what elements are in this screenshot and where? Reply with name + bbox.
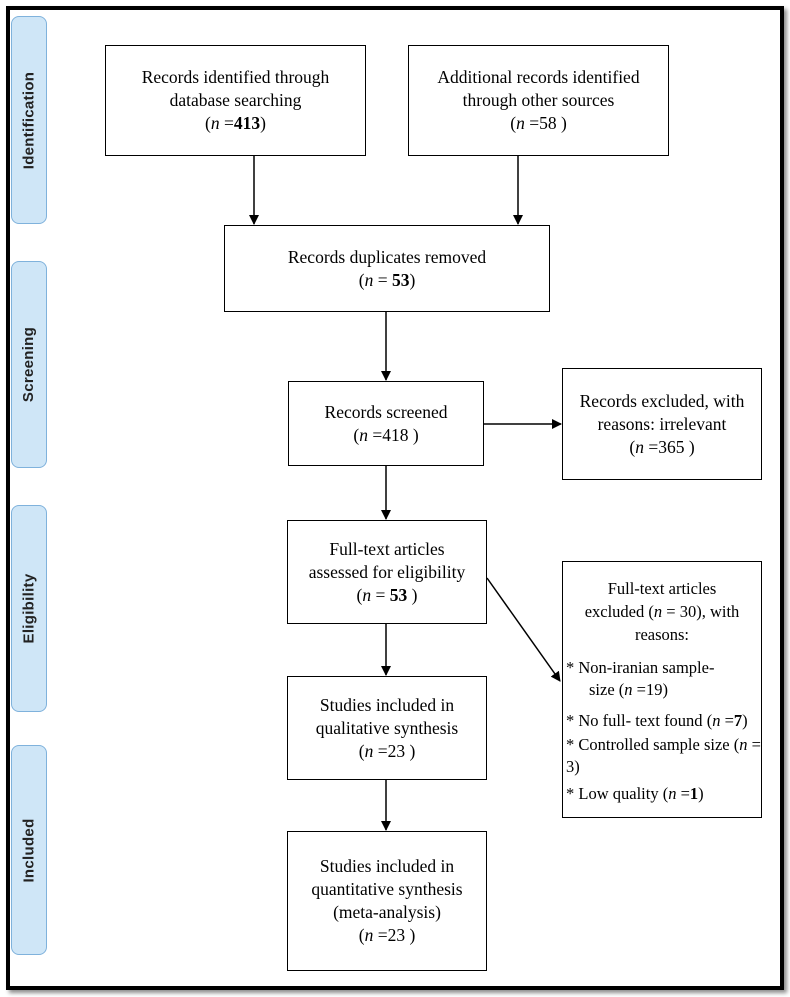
other-sources-line2: through other sources <box>462 90 615 110</box>
db-search-line1: Records identified through <box>141 67 330 87</box>
phase-included: Included <box>11 745 47 955</box>
reason-non-iranian: * Non-iranian sample- <box>566 658 715 677</box>
fulltext-excluded-line1: Full-text articles <box>607 579 717 598</box>
phase-eligibility: Eligibility <box>11 505 47 712</box>
db-search-box: Records identified through database sear… <box>105 45 366 156</box>
db-search-count: (n =413) <box>205 113 266 133</box>
fulltext-assessed-count: (n = 53 ) <box>356 584 418 605</box>
quantitative-line3: (meta-analysis) <box>333 902 441 922</box>
fulltext-excluded-line3: reasons: <box>634 625 690 644</box>
fulltext-assessed-line1: Full-text articles <box>329 538 445 559</box>
quantitative-box: Studies included in quantitative synthes… <box>287 831 487 971</box>
other-sources-line1: Additional records identified <box>437 67 640 87</box>
quantitative-count: (n =23 ) <box>358 925 416 945</box>
other-sources-box: Additional records identified through ot… <box>408 45 669 156</box>
excluded-line2: reasons: irrelevant <box>597 413 727 434</box>
db-search-line2: database searching <box>169 90 302 110</box>
excluded-line1: Records excluded, with <box>579 390 745 411</box>
duplicates-removed-count: (n = 53) <box>358 269 416 290</box>
reason-low-quality: * Low quality (n =1) <box>566 784 704 803</box>
qualitative-line1: Studies included in <box>319 694 455 715</box>
screened-line1: Records screened <box>324 401 448 422</box>
quantitative-line2: quantitative synthesis <box>311 879 463 899</box>
reason-controlled-sample-cont: 3) <box>566 757 580 776</box>
arrow-fulltext-to-excluded <box>486 577 561 682</box>
screened-box: Records screened (n =418 ) <box>288 381 484 466</box>
excluded-count: (n =365 ) <box>629 436 695 457</box>
qualitative-box: Studies included in qualitative synthesi… <box>287 676 487 780</box>
fulltext-assessed-line2: assessed for eligibility <box>308 561 466 582</box>
excluded-box: Records excluded, with reasons: irreleva… <box>562 368 762 480</box>
fulltext-assessed-box: Full-text articles assessed for eligibil… <box>287 520 487 624</box>
reason-non-iranian-cont: size (n =19) <box>589 680 668 699</box>
screened-count: (n =418 ) <box>353 424 419 445</box>
other-sources-count: (n =58 ) <box>510 113 567 133</box>
quantitative-line1: Studies included in <box>319 856 455 876</box>
reason-controlled-sample: * Controlled sample size (n = <box>566 735 761 754</box>
phase-screening: Screening <box>11 261 47 468</box>
duplicates-removed-line1: Records duplicates removed <box>287 246 487 267</box>
fulltext-excluded-box: Full-text articles excluded (n = 30), wi… <box>562 561 762 818</box>
phase-identification: Identification <box>11 16 47 224</box>
reason-no-fulltext: * No full- text found (n =7) <box>566 711 748 730</box>
qualitative-count: (n =23 ) <box>358 740 416 761</box>
duplicates-removed-box: Records duplicates removed (n = 53) <box>224 225 550 312</box>
diagram-frame <box>6 6 784 990</box>
fulltext-excluded-line2: excluded (n = 30), with <box>584 602 740 621</box>
qualitative-line2: qualitative synthesis <box>315 717 459 738</box>
